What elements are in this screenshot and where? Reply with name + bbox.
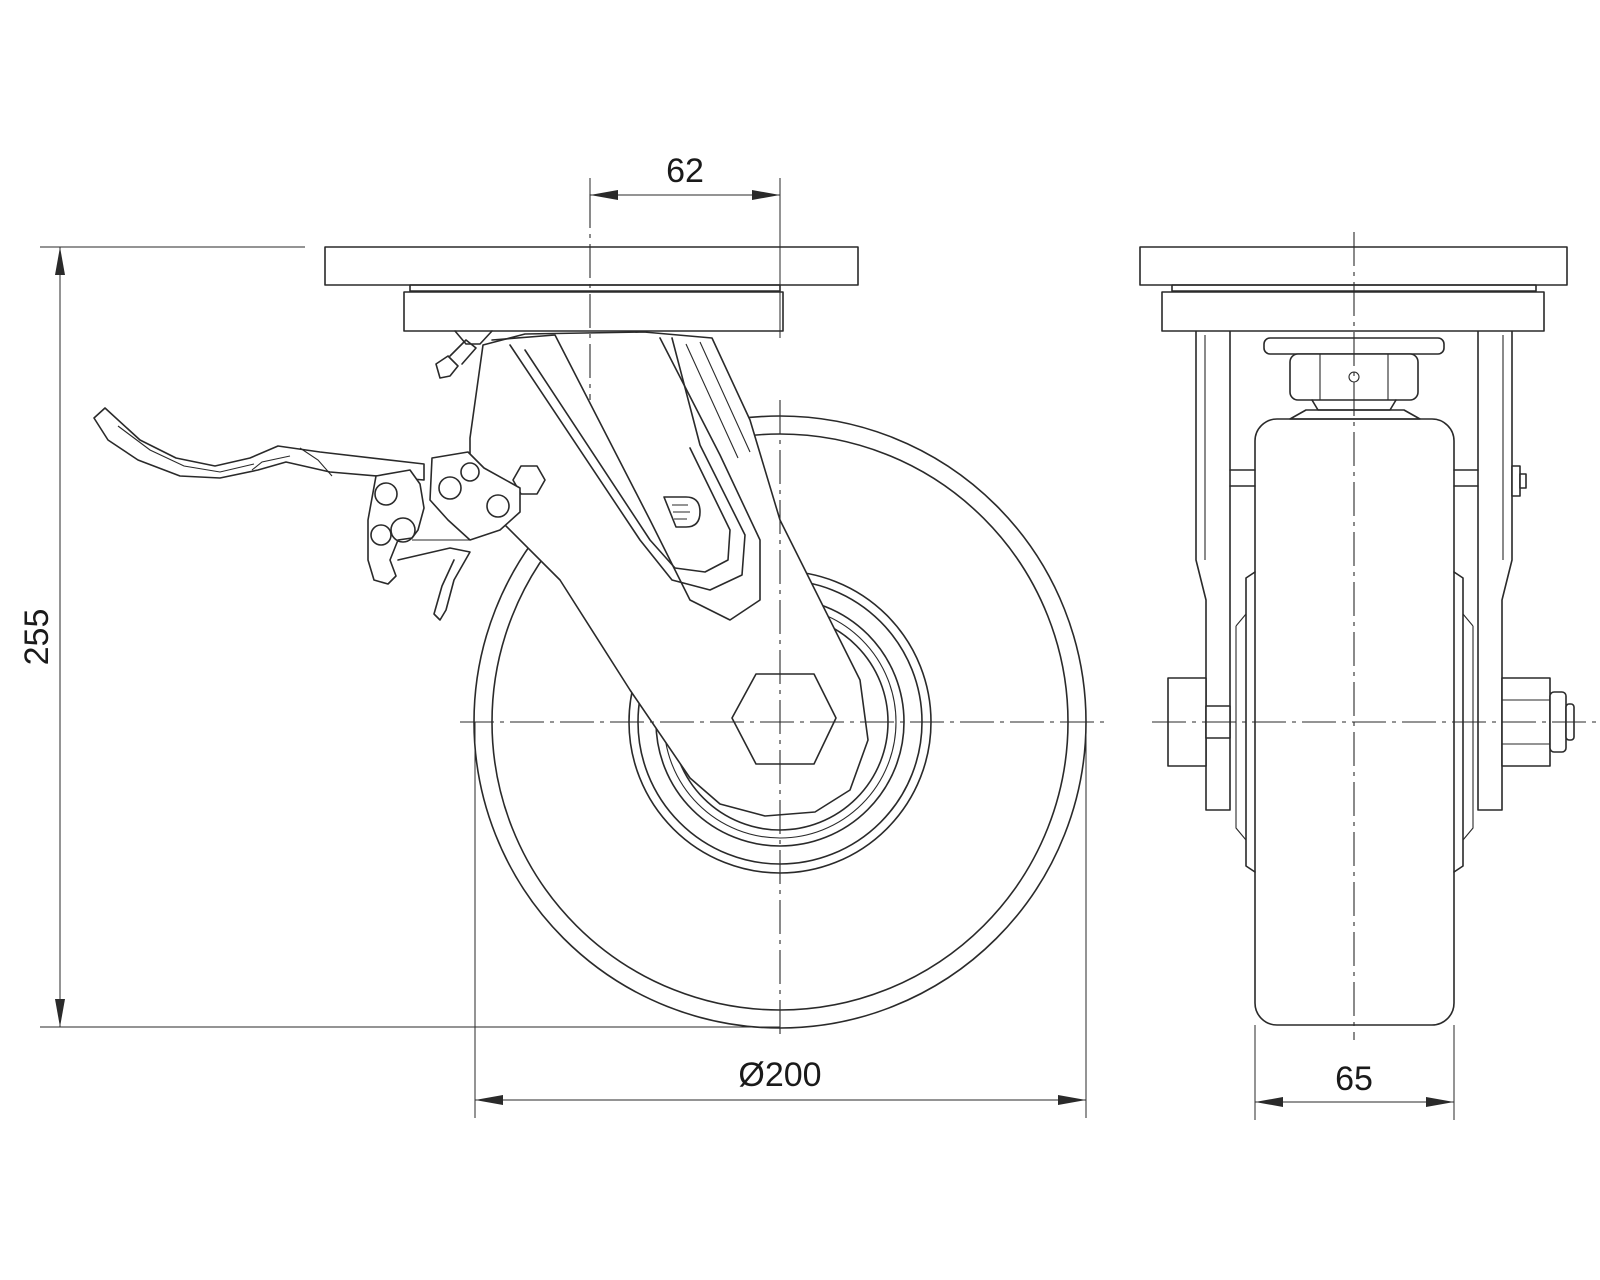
axle-nut-side (731, 673, 837, 765)
dimension-offset: 62 (589, 152, 781, 338)
center-lines (460, 194, 1596, 1040)
brake-lever (93, 339, 521, 621)
brand-logo-icon (663, 496, 701, 528)
fork-legs-front (1195, 329, 1527, 811)
wheel-diameter-label: Ø200 (738, 1056, 821, 1094)
wheel-width-label: 65 (1335, 1060, 1373, 1098)
side-view (93, 246, 1087, 1029)
dimension-height: 255 (18, 246, 780, 1028)
dimension-wheel-width: 65 (1254, 1025, 1455, 1120)
height-label: 255 (18, 609, 56, 666)
arm-bolt (512, 465, 546, 495)
front-view (1139, 246, 1575, 1026)
offset-label: 62 (666, 152, 704, 190)
grease-nipple (435, 339, 477, 379)
dimension-wheel-diameter: Ø200 (474, 722, 1087, 1118)
top-plate-side (324, 246, 859, 345)
